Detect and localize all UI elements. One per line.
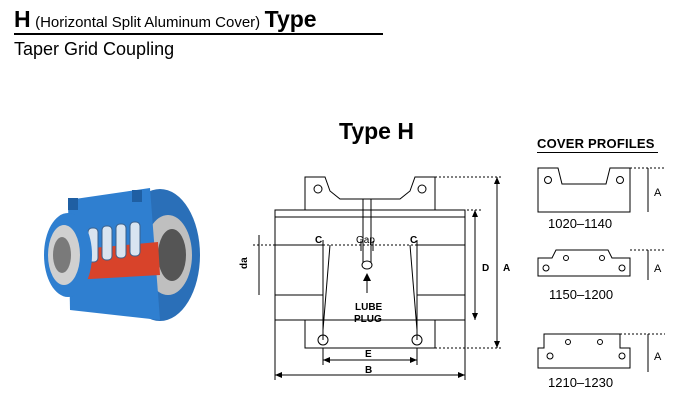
profile-1-range: 1020–1140 (548, 216, 613, 231)
cover-profile-3: A (537, 333, 665, 372)
profile-3-dim-a: A (654, 351, 662, 363)
dim-gap: Gap (356, 235, 375, 246)
cover-profile-2: A (537, 249, 665, 280)
dim-c-right: C (410, 235, 417, 246)
profile-1-dim-a: A (654, 187, 662, 199)
lube-label-line1: LUBE (355, 302, 383, 313)
type-letter: H (14, 6, 31, 32)
profile-3-range: 1210–1230 (548, 375, 614, 390)
cover-profiles-underline (537, 152, 658, 153)
profile-2-dim-a: A (654, 263, 662, 275)
title-underline (14, 33, 383, 35)
cover-profile-1: A (537, 167, 665, 213)
dim-a: A (503, 263, 510, 274)
dim-e: E (365, 349, 372, 360)
profile-2-range: 1150–1200 (549, 287, 614, 302)
type-description: (Horizontal Split Aluminum Cover) (35, 14, 261, 31)
coupling-illustration (44, 188, 200, 321)
dim-d: D (482, 263, 489, 274)
page-title: H (Horizontal Split Aluminum Cover) Type (14, 6, 317, 33)
page-subtitle: Taper Grid Coupling (14, 39, 175, 59)
diagram-heading: Type H (339, 118, 414, 144)
lube-label-line2: PLUG (354, 314, 382, 325)
dim-c-left: C (315, 235, 322, 246)
dim-b: B (365, 365, 372, 376)
type-h-cross-section: C Gap C da D A LUBE PLUG E B (239, 176, 510, 380)
type-word: Type (264, 6, 317, 32)
cover-profiles-heading: COVER PROFILES (537, 136, 655, 151)
dim-da: da (239, 257, 250, 269)
